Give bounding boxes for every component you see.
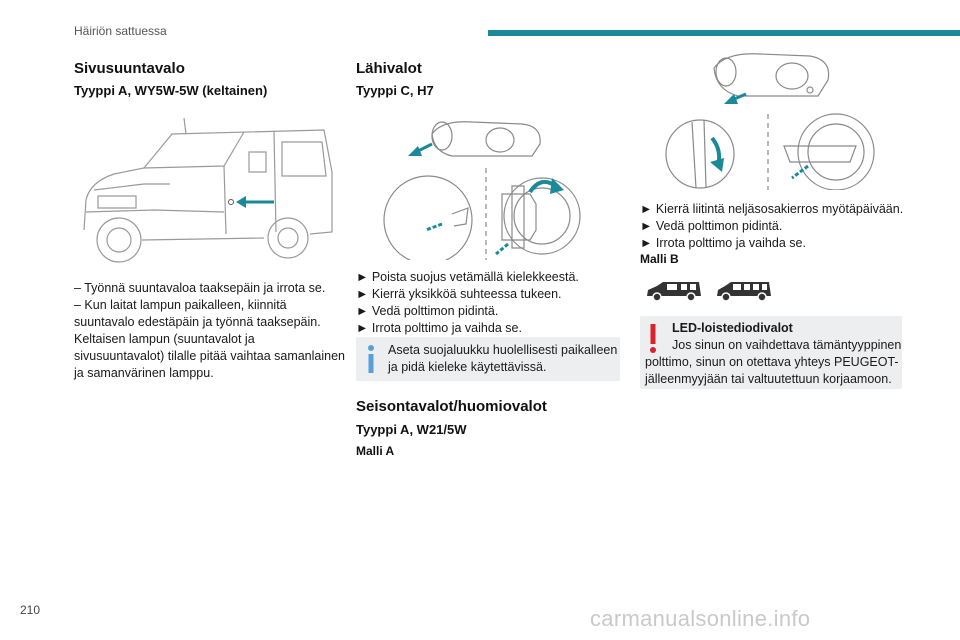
paragraph-line: – Kun laitat lampun paikalleen, kiinnitä: [74, 298, 287, 312]
warning-line: jälleenmyyjään tai valtuutettuun korjaam…: [645, 372, 892, 386]
header-accent-bar: [488, 30, 960, 36]
info-icon: [366, 344, 376, 374]
van-long-icon: [715, 280, 773, 302]
model-label-b: Malli B: [640, 252, 679, 266]
info-line: ja pidä kieleke käytettävissä.: [388, 360, 547, 374]
subheading-side-indicator: Tyyppi A, WY5W-5W (keltainen): [74, 83, 268, 98]
step-item: ► Irrota polttimo ja vaihda se.: [356, 321, 522, 335]
heading-low-beam: Lähivalot: [356, 60, 422, 77]
warning-icon: [648, 324, 658, 354]
warning-line: polttimo, sinun on otettava yhteys PEUGE…: [645, 355, 899, 369]
info-note-box: Aseta suojaluukku huolellisesti paikalle…: [356, 337, 620, 381]
info-note-text: Aseta suojaluukku huolellisesti paikalle…: [388, 342, 617, 376]
step-item: ► Vedä polttimon pidintä.: [640, 219, 783, 233]
sidelamp-cover-illustration: [660, 48, 896, 190]
paragraph-line: suuntavalo edestäpäin ja työnnä taaksepä…: [74, 315, 321, 329]
headlamp-bulb-illustration: [372, 112, 584, 260]
van-side-indicator-illustration: [74, 112, 336, 270]
info-line: Aseta suojaluukku huolellisesti paikalle…: [388, 343, 618, 357]
model-label-a: Malli A: [356, 444, 395, 458]
step-item: ► Poista suojus vetämällä kielekkeestä.: [356, 270, 579, 284]
warning-text: Jos sinun on vaihdettava tämäntyyppinen …: [645, 337, 905, 388]
step-item: ► Kierrä liitintä neljäsosakierros myötä…: [640, 202, 904, 216]
paragraph-line: ja samanvärinen lamppu.: [74, 366, 214, 380]
steps-low-beam: ► Poista suojus vetämällä kielekkeestä. …: [356, 269, 618, 337]
warning-note-box: LED-loistediodivalot: [640, 316, 902, 389]
paragraph-line: sivusuuntavalot) tilalle pitää vaihtaa s…: [74, 349, 345, 363]
step-item: ► Irrota polttimo ja vaihda se.: [640, 236, 806, 250]
paragraph-line: Keltaisen lampun (suuntavalot ja: [74, 332, 255, 346]
subheading-low-beam: Tyyppi C, H7: [356, 83, 434, 98]
warning-title: LED-loistediodivalot: [672, 321, 793, 335]
heading-side-indicator: Sivusuuntavalo: [74, 60, 185, 77]
subheading-parking-lights: Tyyppi A, W21/5W: [356, 422, 467, 437]
warning-line: Jos sinun on vaihdettava tämäntyyppinen: [672, 338, 902, 352]
step-item: ► Vedä polttimon pidintä.: [356, 304, 499, 318]
section-title: Häiriön sattuessa: [74, 24, 167, 38]
paragraph-side-indicator: – Työnnä suuntavaloa taaksepäin ja irrot…: [74, 280, 345, 382]
heading-parking-lights: Seisontavalot/huomiovalot: [356, 398, 547, 415]
van-short-icon: [645, 280, 703, 302]
steps-parking-lights: ► Kierrä liitintä neljäsosakierros myötä…: [640, 201, 904, 252]
watermark: carmanualsonline.info: [590, 606, 811, 631]
paragraph-line: – Työnnä suuntavaloa taaksepäin ja irrot…: [74, 281, 326, 295]
step-item: ► Kierrä yksikköä suhteessa tukeen.: [356, 287, 562, 301]
page-number: 210: [20, 603, 41, 617]
